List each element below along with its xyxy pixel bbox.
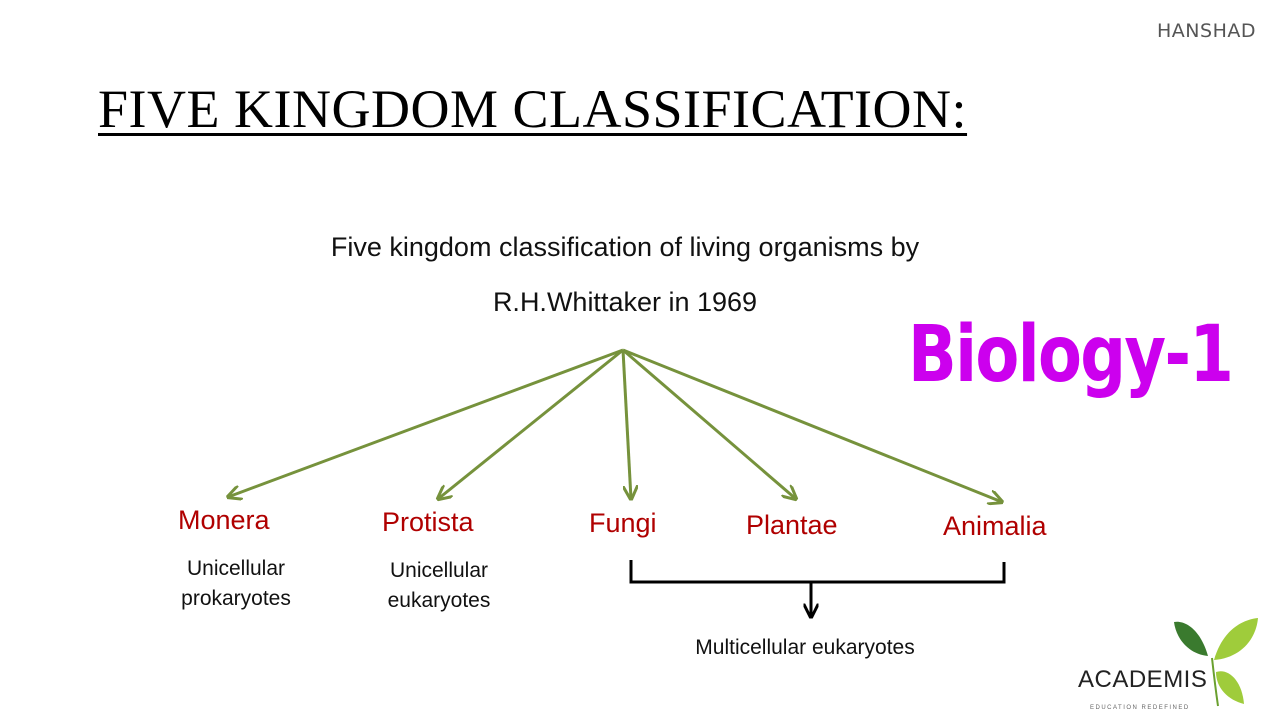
kingdom-monera: Monera bbox=[178, 505, 270, 535]
kingdom-fungi: Fungi bbox=[589, 508, 657, 538]
group-label: Multicellular eukaryotes bbox=[695, 636, 915, 659]
arrow-to-protista bbox=[438, 348, 624, 499]
subtitle-line-2: R.H.Whittaker in 1969 bbox=[492, 287, 758, 317]
monera-desc-line-2: prokaryotes bbox=[181, 587, 291, 610]
watermark: HANSHAD bbox=[1157, 20, 1256, 42]
monera-desc-line-1: Unicellular bbox=[186, 557, 286, 580]
academis-tagline: EDUCATION REDEFINED bbox=[1090, 705, 1190, 711]
academis-leaf-icon bbox=[1174, 618, 1258, 707]
arrow-to-monera bbox=[228, 348, 624, 497]
kingdom-protista: Protista bbox=[382, 507, 474, 537]
subtitle-line-1: Five kingdom classification of living or… bbox=[330, 232, 920, 262]
page-title: FIVE KINGDOM CLASSIFICATION: bbox=[98, 79, 968, 139]
kingdom-plantae: Plantae bbox=[746, 510, 838, 540]
course-badge: Biology-1 bbox=[908, 310, 1234, 400]
kingdom-animalia: Animalia bbox=[943, 511, 1047, 541]
arrow-to-fungi bbox=[621, 349, 631, 499]
academis-logo-text: ACADEMIS bbox=[1078, 666, 1208, 693]
protista-description: Unicellular eukaryotes bbox=[374, 556, 504, 616]
protista-desc-line-1: Unicellular bbox=[389, 559, 489, 582]
group-bracket bbox=[629, 560, 1006, 584]
arrow-to-plantae bbox=[622, 348, 796, 499]
monera-description: Unicellular prokaryotes bbox=[170, 554, 302, 614]
arrow-to-animalia bbox=[622, 348, 1002, 502]
protista-desc-line-2: eukaryotes bbox=[387, 589, 491, 612]
